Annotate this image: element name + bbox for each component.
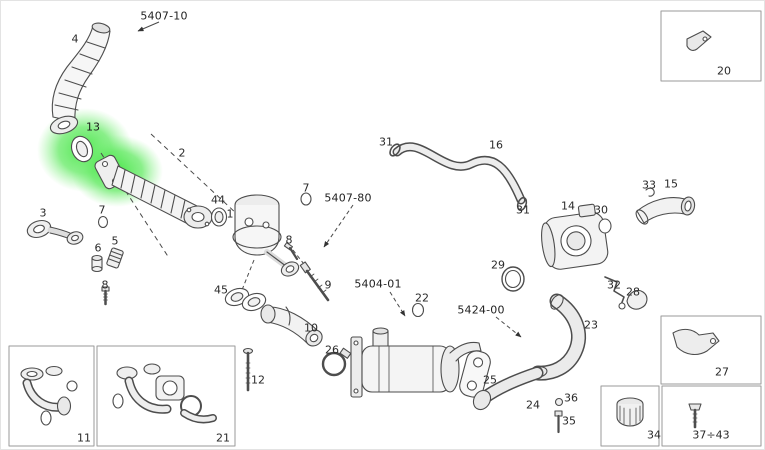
inset-part-27 xyxy=(672,328,720,356)
part-label-29-27[interactable]: 29 xyxy=(491,258,505,272)
part-7-oring-right xyxy=(300,192,312,206)
part-10-elbow xyxy=(260,304,323,347)
part-45-gaskets xyxy=(224,287,267,312)
part-label-32-31[interactable]: 32 xyxy=(607,278,621,292)
part-label-28-26[interactable]: 28 xyxy=(626,285,640,299)
part-36-nut xyxy=(554,397,564,407)
part-label-26-24[interactable]: 26 xyxy=(325,343,339,357)
ref-label-5424-00[interactable]: 5424-00 xyxy=(457,303,505,317)
ref-label-5407-10[interactable]: 5407-10 xyxy=(140,9,188,23)
part-label-4-3[interactable]: 4 xyxy=(71,32,79,46)
part-label-5-4[interactable]: 5 xyxy=(111,234,119,248)
part-label-11-12[interactable]: 11 xyxy=(77,431,91,445)
part-label-15-16[interactable]: 15 xyxy=(664,177,678,191)
cooler-assembly xyxy=(350,327,482,398)
part-4-hose xyxy=(49,22,111,135)
inset-part-34 xyxy=(616,397,644,427)
inset-part-20 xyxy=(686,30,712,51)
part-label-12-13[interactable]: 12 xyxy=(251,373,265,387)
part-label-10-11[interactable]: 10 xyxy=(304,321,318,335)
part-32-bracket xyxy=(604,276,626,310)
part-label-7-6[interactable]: 7 xyxy=(98,203,106,217)
part-label-9-10[interactable]: 9 xyxy=(324,278,332,292)
part-31-clips xyxy=(389,143,528,212)
part-label-44-37[interactable]: 44 xyxy=(211,193,225,207)
part-label-36-35[interactable]: 36 xyxy=(564,391,578,405)
inset-boxes xyxy=(8,10,762,447)
part-label-22-20[interactable]: 22 xyxy=(415,291,429,305)
part-label-3-2[interactable]: 3 xyxy=(39,206,47,220)
part-label-8-9[interactable]: 8 xyxy=(285,233,293,247)
part-28-bracket xyxy=(626,289,648,310)
part-30-oring xyxy=(598,218,612,234)
part-16-hose xyxy=(392,142,526,205)
inset-part-37-43 xyxy=(688,403,702,429)
part-35-bolt xyxy=(554,410,563,434)
part-label-7-7[interactable]: 7 xyxy=(302,181,310,195)
part-5-bushing xyxy=(106,247,124,269)
part-label-34-33[interactable]: 34 xyxy=(647,428,661,442)
part-44-ring xyxy=(210,207,228,227)
part-label-8-8[interactable]: 8 xyxy=(101,278,109,292)
part-9-bolt xyxy=(299,261,330,302)
part-label-33-32[interactable]: 33 xyxy=(642,178,656,192)
part-label-14-15[interactable]: 14 xyxy=(561,199,575,213)
part-1-egr-valve xyxy=(232,194,300,277)
part-6-sleeve xyxy=(91,254,103,273)
part-label-37-43-36[interactable]: 37÷43 xyxy=(692,428,730,442)
part-label-30-28[interactable]: 30 xyxy=(594,203,608,217)
inset-part-21 xyxy=(112,363,217,424)
part-14-throttle-body xyxy=(541,203,609,270)
part-label-2-1[interactable]: 2 xyxy=(178,146,186,160)
part-2-pipe xyxy=(94,154,213,229)
part-label-1-0[interactable]: 1 xyxy=(226,207,234,221)
part-label-20-18[interactable]: 20 xyxy=(717,64,731,78)
part-label-31-30[interactable]: 31 xyxy=(516,203,530,217)
part-label-27-25[interactable]: 27 xyxy=(715,365,729,379)
ref-label-5407-80[interactable]: 5407-80 xyxy=(324,191,372,205)
part-25-gasket xyxy=(459,350,491,398)
part-label-25-23[interactable]: 25 xyxy=(483,373,497,387)
part-label-35-34[interactable]: 35 xyxy=(562,414,576,428)
part-label-31-29[interactable]: 31 xyxy=(379,135,393,149)
part-8-stud-right xyxy=(283,242,299,261)
part-label-24-22[interactable]: 24 xyxy=(526,398,540,412)
part-22-oring xyxy=(411,302,425,318)
ref-label-5404-01[interactable]: 5404-01 xyxy=(354,277,402,291)
inset-part-11 xyxy=(20,365,78,426)
part-24-pipe xyxy=(472,366,544,411)
part-label-16-17[interactable]: 16 xyxy=(489,138,503,152)
part-7-oring-left xyxy=(97,215,109,229)
part-26-clamp xyxy=(321,347,352,377)
part-12-bolt xyxy=(242,347,254,392)
part-29-ring xyxy=(501,266,525,292)
part-label-13-14[interactable]: 13 xyxy=(86,120,100,134)
part-13-gasket xyxy=(70,135,94,163)
part-label-6-5[interactable]: 6 xyxy=(94,241,102,255)
part-label-21-19[interactable]: 21 xyxy=(216,431,230,445)
part-15-elbow-duct xyxy=(635,196,696,225)
part-label-23-21[interactable]: 23 xyxy=(584,318,598,332)
part-label-45-38[interactable]: 45 xyxy=(214,283,228,297)
part-33-clip xyxy=(645,187,655,197)
part-3-bracket xyxy=(26,219,84,245)
part-8-bolt-left xyxy=(101,286,110,306)
